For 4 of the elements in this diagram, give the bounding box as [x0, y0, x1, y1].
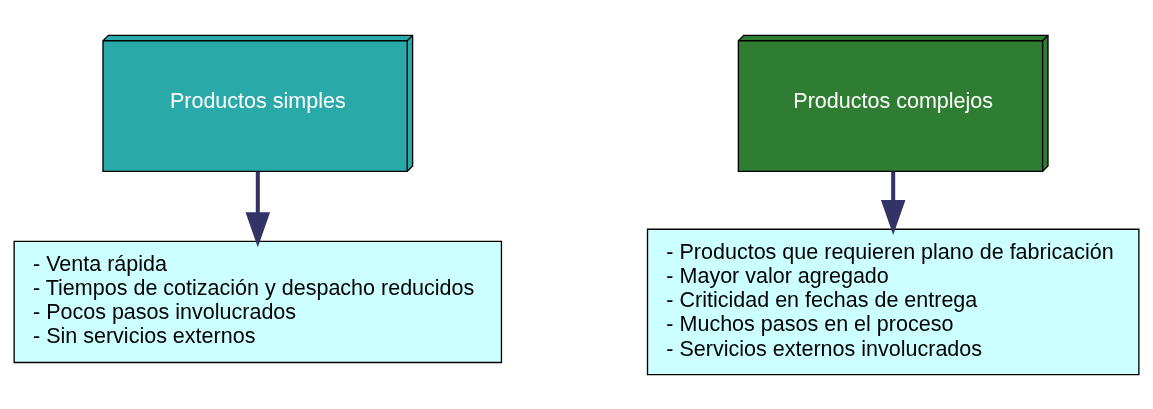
- arrow: [245, 171, 271, 247]
- node-box: - Productos que requieren plano de fabricación - Mayor valor agregado - Criticidad en fechas de entrega - Muchos pasos en el proceso - Servicios externos involucrados: [646, 228, 1140, 375]
- arrow: [880, 171, 906, 235]
- node-box: - Venta rápida - Tiempos de cotización y despacho reducidos - Pocos pasos involucrados - Sin servicios externos: [13, 240, 503, 363]
